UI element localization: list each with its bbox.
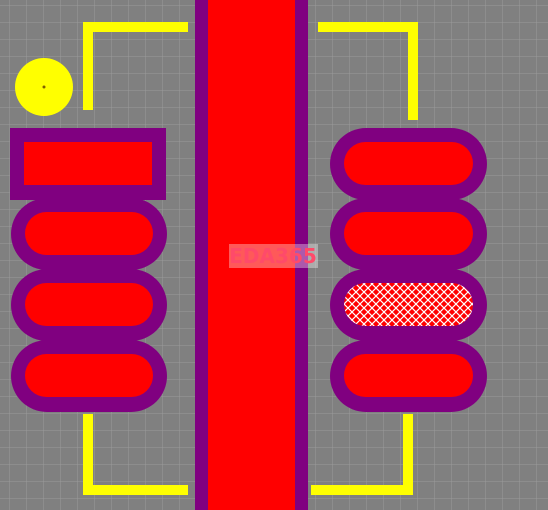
pad-7-copper (344, 212, 473, 255)
pad-6[interactable] (330, 269, 487, 341)
pad-4[interactable] (11, 340, 167, 412)
pad-3-copper (25, 283, 153, 326)
pad-8[interactable] (330, 128, 487, 200)
designator-background (229, 244, 318, 268)
silkscreen-corner-top-right (318, 22, 418, 120)
pad-2-copper (25, 212, 153, 255)
pad-4-copper (25, 354, 153, 397)
pin1-marker (15, 58, 73, 116)
silkscreen-corner-bottom-left (83, 414, 188, 495)
designator[interactable]: EDA365 (229, 244, 318, 268)
pad-3[interactable] (11, 269, 167, 341)
silkscreen-corner-top-left (83, 22, 188, 110)
pad-2[interactable] (11, 198, 167, 270)
pad-1[interactable] (10, 128, 166, 200)
silkscreen-corner-bottom-right (311, 414, 413, 495)
pin1-marker-center (42, 85, 46, 89)
center-trace-copper[interactable] (208, 0, 295, 510)
designator-text: EDA365 (229, 244, 317, 268)
pad-5-copper (344, 354, 473, 397)
silkscreen-outline (83, 22, 418, 495)
pad-5[interactable] (330, 340, 487, 412)
pad-7[interactable] (330, 198, 487, 270)
pad-1-copper (24, 142, 152, 185)
pad-8-copper (344, 142, 473, 185)
pad-6-copper-highlighted (344, 283, 473, 326)
